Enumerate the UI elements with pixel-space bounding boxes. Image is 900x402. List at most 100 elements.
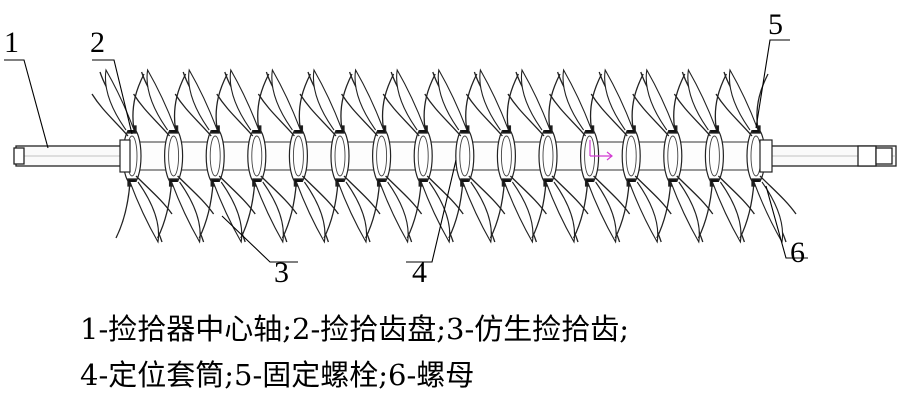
bionic-tooth [520,68,551,131]
bionic-tooth [188,68,218,131]
bionic-tooth [587,181,617,244]
locating-sleeve [220,141,252,171]
bionic-tooth [229,68,260,131]
bionic-tooth [174,93,212,137]
bionic-tooth [562,68,593,131]
tooth-disc-inner [500,135,512,177]
tooth-group [174,68,256,244]
teeth-groups [91,68,797,244]
bionic-tooth [645,68,676,131]
tooth-disc-inner [459,135,471,177]
locating-sleeve [345,141,377,171]
bionic-tooth [503,181,534,244]
bionic-tooth [634,175,672,215]
bionic-tooth [593,175,631,215]
bionic-tooth [133,93,171,137]
bionic-tooth [343,175,381,215]
bionic-tooth [531,181,547,239]
leader-line-4 [406,159,457,263]
tooth-disc-inner [542,135,554,177]
locating-sleeve [511,141,543,171]
bionic-tooth [260,175,298,215]
locating-sleeve [137,141,169,171]
bionic-tooth [717,175,755,215]
locating-sleeve [470,141,501,171]
tooth-group [465,68,547,244]
bionic-tooth [323,181,339,239]
bionic-tooth [756,73,769,131]
bionic-tooth [687,68,717,131]
bionic-tooth [711,181,742,244]
tooth-group [424,68,506,244]
callout-5: 5 [768,8,783,41]
caption-line-2: 4-定位套筒;5-固定螺栓;6-螺母 [80,358,475,392]
tooth-disc-inner [667,135,679,177]
axis-marker [589,140,613,161]
tooth-disc-inner [251,135,263,177]
locating-sleeve [636,141,668,171]
bionic-tooth [129,181,160,244]
caption-line-1: 1-捡拾器中心轴;2-捡拾齿盘;3-仿生捡拾齿; [80,312,630,346]
bionic-tooth [104,68,135,131]
bionic-tooth [212,181,243,244]
tooth-group [341,68,423,244]
bionic-tooth [382,93,420,137]
leader-line-6 [765,185,808,259]
bionic-tooth [590,93,628,137]
bionic-tooth [299,93,337,137]
bionic-tooth [424,93,462,137]
bionic-tooth [479,68,509,131]
bionic-tooth [753,181,784,244]
tooth-group [549,68,631,244]
shaft-left-end [13,147,25,165]
tooth-group [590,68,672,244]
shaft-right-tip [875,147,893,165]
bionic-tooth [656,181,672,239]
bionic-tooth [462,181,492,244]
bionic-tooth [198,181,214,239]
bionic-tooth [759,175,797,215]
bionic-tooth [468,175,506,215]
tooth-disc-inner [334,135,346,177]
bionic-tooth [728,68,759,131]
bionic-tooth [551,175,589,215]
callout-1: 1 [4,26,19,59]
callout-2: 2 [90,26,105,59]
bionic-tooth [341,93,379,137]
locating-sleeve [387,141,418,171]
nut [759,139,773,173]
locating-sleeve [719,141,751,171]
bionic-tooth [257,93,295,137]
bionic-tooth [437,68,468,131]
bionic-tooth [295,181,326,244]
locating-sleeve [179,141,210,171]
bionic-tooth [406,181,422,239]
tooth-disc-inner [625,135,637,177]
bionic-tooth [426,175,464,215]
nut [119,139,131,173]
bionic-tooth [420,181,451,244]
bionic-tooth [337,181,368,244]
bionic-tooth [573,181,589,239]
bionic-tooth [216,93,254,137]
bionic-tooth [312,68,343,131]
tooth-group [216,68,298,244]
leader-line-2 [92,59,133,135]
leader-line-3 [221,215,298,263]
bionic-tooth [301,175,339,215]
tooth-group [507,68,589,244]
bionic-tooth [218,175,256,215]
tooth-disc-inner [292,135,304,177]
locating-sleeve [678,141,709,171]
tooth-disc-inner [376,135,388,177]
bionic-tooth [604,68,634,131]
locating-sleeve [553,141,585,171]
bionic-tooth [396,68,426,131]
callout-3: 3 [274,256,289,289]
bionic-tooth [254,181,284,244]
bionic-tooth [507,93,545,137]
bionic-tooth [177,175,215,215]
shaft-right-end [857,145,877,167]
bionic-tooth [379,181,409,244]
